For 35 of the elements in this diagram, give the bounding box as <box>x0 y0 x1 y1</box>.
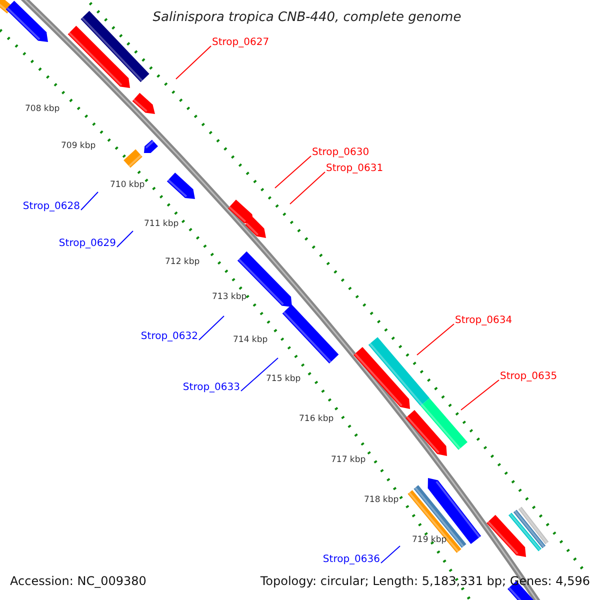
leader-line <box>290 172 326 204</box>
leader-line <box>416 324 454 356</box>
gene-label: Strop_0627 <box>212 38 270 48</box>
gene-label: Strop_0632 <box>140 332 198 342</box>
gene-label: Strop_0636 <box>322 555 380 565</box>
leader-line <box>116 230 134 248</box>
leader-line <box>274 156 312 188</box>
leader-line <box>240 358 278 392</box>
gene-label: Strop_0628 <box>22 202 80 212</box>
scale-label: 718 kbp <box>364 496 399 504</box>
leader-line <box>460 380 500 410</box>
leader-line <box>380 546 400 564</box>
scale-label: 708 kbp <box>25 105 60 114</box>
genome-info-text: Topology: circular; Length: 5,183,331 bp; Genes: 4,596 <box>260 575 590 587</box>
accession-text: Accession: NC_009380 <box>10 575 146 587</box>
gene-label: Strop_0635 <box>500 372 558 382</box>
scale-label: 717 kbp <box>331 456 366 464</box>
leader-line <box>198 316 224 340</box>
scale-label: 712 kbp <box>165 258 200 266</box>
leader-line <box>80 192 98 210</box>
leader-line <box>176 46 212 80</box>
scale-label: 713 kbp <box>212 293 247 302</box>
scale-label: 709 kbp <box>61 142 96 150</box>
scale-label: 719 kbp <box>412 536 447 544</box>
scale-label: 716 kbp <box>299 415 334 424</box>
gene-label: Strop_0630 <box>312 148 370 158</box>
scale-label: 714 kbp <box>233 336 268 344</box>
gene-label: Strop_0631 <box>326 164 384 174</box>
scale-label: 711 kbp <box>144 220 179 228</box>
scale-label: 715 kbp <box>266 375 301 384</box>
title: Salinispora tropica CNB-440, complete genome <box>152 11 462 24</box>
gene-label: Strop_0629 <box>58 239 116 249</box>
gene-label: Strop_0633 <box>182 383 240 393</box>
gene-label: Strop_0634 <box>455 316 512 326</box>
scale-label: 710 kbp <box>110 181 145 190</box>
